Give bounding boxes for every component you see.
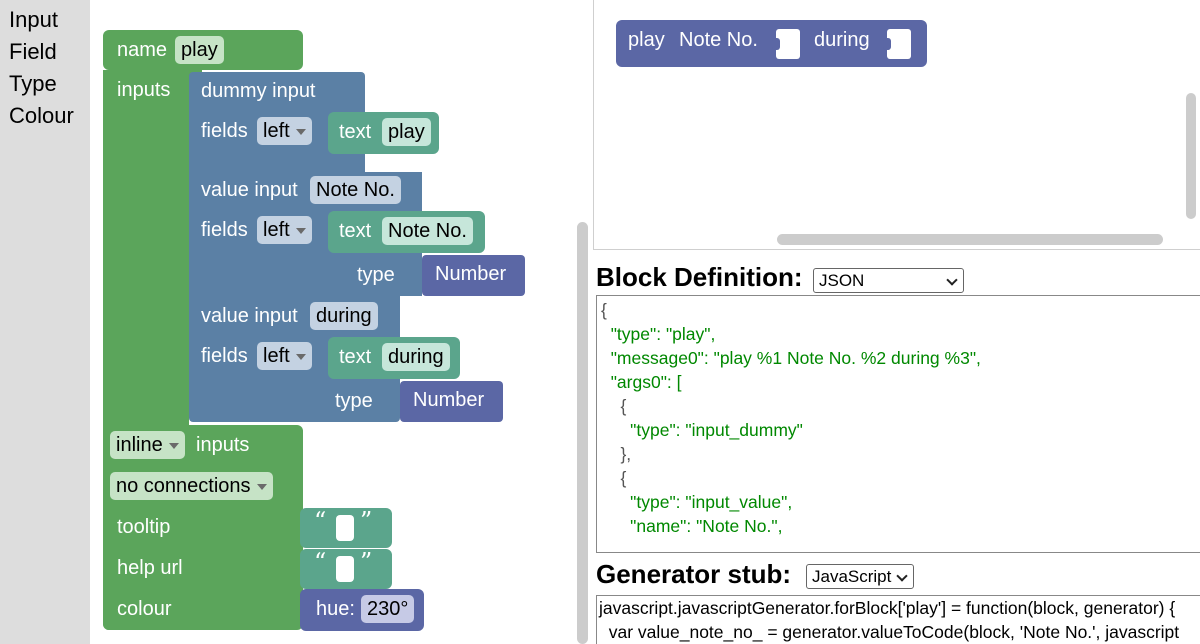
code-line: "type": "input_dummy" [601, 420, 803, 440]
code-line: "args0": [ [601, 372, 682, 392]
connections-dropdown[interactable]: no connections [110, 472, 273, 500]
code-line: "name": "Note No.", [601, 516, 783, 536]
tooltip-input[interactable] [336, 515, 354, 541]
block-factory-workspace[interactable]: name play inputs dummy input fields left… [90, 0, 593, 644]
value-input-name-note[interactable]: Note No. [310, 176, 401, 204]
code-line: var value_note_no_ = generator.valueToCo… [599, 622, 1180, 642]
align-dropdown-1[interactable]: left [257, 117, 312, 145]
fields-label-3: fields [201, 345, 248, 367]
toolbox-category-field[interactable]: Field [9, 39, 57, 64]
workspace-vertical-scrollbar[interactable] [577, 222, 588, 644]
chevron-down-icon [295, 353, 306, 360]
dummy-input-label: dummy input [201, 80, 316, 102]
type-label-2: type [335, 390, 373, 412]
toolbox-category-colour[interactable]: Colour [9, 103, 74, 128]
align-dropdown-2[interactable]: left [257, 216, 312, 244]
definition-format-value: JSON [819, 271, 865, 290]
block-name-field[interactable]: play [175, 36, 224, 64]
chevron-down-icon [896, 570, 908, 582]
fields-label-1: fields [201, 120, 248, 142]
toolbox: Input Field Type Colour [0, 0, 90, 644]
preview-horizontal-scrollbar[interactable] [777, 234, 1163, 245]
code-line: "type": "play", [601, 324, 716, 344]
inputs-suffix-label: inputs [196, 434, 250, 456]
text-field-1-value[interactable]: play [382, 118, 431, 146]
inline-dropdown[interactable]: inline [110, 431, 185, 459]
name-label: name [117, 39, 168, 61]
text-field-3-value[interactable]: during [382, 343, 450, 371]
hue-value-field[interactable]: 230° [361, 595, 415, 623]
connections-dropdown-value: no connections [116, 475, 251, 497]
code-line: javascript.javascriptGenerator.forBlock[… [599, 598, 1176, 618]
chevron-down-icon [168, 442, 179, 449]
value-input-name-during[interactable]: during [310, 302, 378, 330]
block-preview-pane: play Note No. during [593, 0, 1200, 250]
value-input-label-2: value input [201, 305, 298, 327]
chevron-down-icon [295, 227, 306, 234]
tooltip-label: tooltip [117, 516, 171, 538]
block-definition-code[interactable]: { "type": "play", "message0": "play %1 N… [596, 295, 1200, 553]
text-label-1: text [339, 121, 372, 143]
type-label-1: type [357, 264, 395, 286]
code-line: { [601, 396, 627, 416]
helpurl-label: help url [117, 557, 183, 579]
code-line: { [601, 468, 627, 488]
toolbox-category-input[interactable]: Input [9, 7, 58, 32]
code-line: }, [601, 444, 632, 464]
block-definition-title: Block Definition: [596, 262, 803, 292]
close-quote-icon: ” [360, 548, 373, 576]
code-line: "message0": "play %1 Note No. %2 during … [601, 348, 981, 368]
inline-dropdown-value: inline [116, 434, 163, 456]
value-input-label-1: value input [201, 179, 298, 201]
align-dropdown-3-value: left [263, 345, 290, 367]
preview-note-input-slot [772, 29, 800, 59]
open-quote-icon: “ [314, 548, 327, 576]
chevron-down-icon [946, 274, 958, 286]
align-dropdown-3[interactable]: left [257, 342, 312, 370]
type-number-block-2[interactable] [400, 381, 503, 422]
align-dropdown-2-value: left [263, 219, 290, 241]
definition-format-select[interactable]: JSON [813, 268, 964, 293]
type-number-1-value: Number [435, 263, 507, 285]
inputs-label: inputs [117, 79, 171, 101]
align-dropdown-1-value: left [263, 120, 290, 142]
preview-vertical-scrollbar[interactable] [1186, 93, 1196, 219]
generator-language-value: JavaScript [812, 567, 892, 586]
close-quote-icon: ” [360, 507, 373, 535]
preview-during-label: during [814, 29, 870, 51]
text-label-2: text [339, 220, 372, 242]
chevron-down-icon [256, 483, 267, 490]
factory-inputs-row [103, 70, 202, 110]
type-number-block-1[interactable] [422, 255, 525, 296]
text-label-3: text [339, 346, 372, 368]
colour-label: colour [117, 598, 172, 620]
code-line: { [601, 300, 607, 320]
generator-stub-title: Generator stub: [596, 559, 792, 589]
preview-note-label: Note No. [679, 29, 758, 51]
type-number-2-value: Number [413, 389, 485, 411]
helpurl-input[interactable] [336, 556, 354, 582]
text-field-2-value[interactable]: Note No. [382, 217, 473, 245]
code-line: "type": "input_value", [601, 492, 793, 512]
factory-lower-section [103, 425, 303, 630]
hue-label: hue: [316, 598, 355, 620]
open-quote-icon: “ [314, 507, 327, 535]
preview-during-input-slot [883, 29, 911, 59]
chevron-down-icon [295, 128, 306, 135]
generator-language-select[interactable]: JavaScript [806, 564, 914, 589]
toolbox-category-type[interactable]: Type [9, 71, 57, 96]
generator-stub-code[interactable]: javascript.javascriptGenerator.forBlock[… [596, 595, 1200, 644]
preview-play-block[interactable]: play Note No. during [616, 20, 927, 67]
fields-label-2: fields [201, 219, 248, 241]
preview-play-label: play [628, 29, 665, 51]
